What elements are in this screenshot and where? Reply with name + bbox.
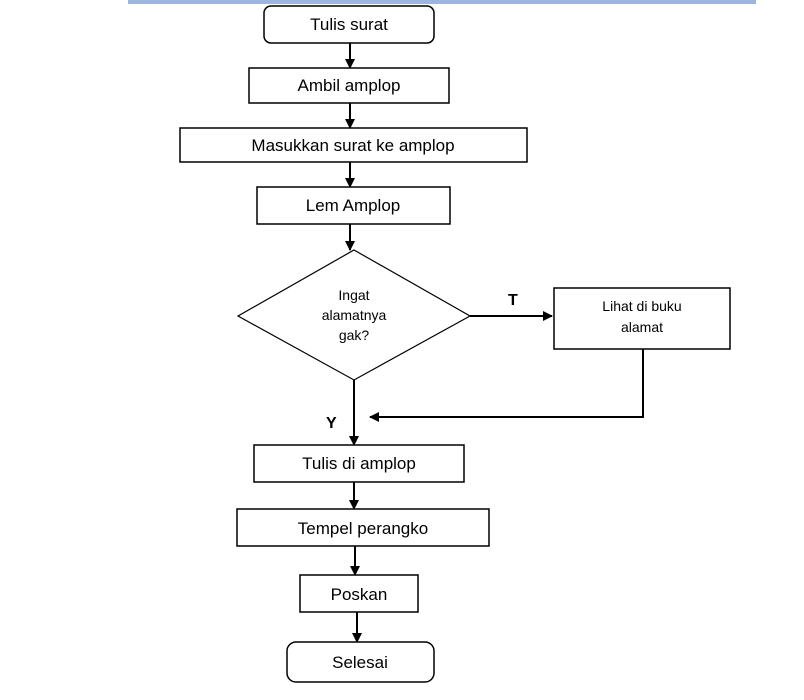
node-ambil-amplop: Ambil amplop <box>248 67 450 104</box>
node-masukkan-surat-label: Masukkan surat ke amplop <box>251 136 454 155</box>
node-poskan-label: Poskan <box>331 585 388 604</box>
node-end: Selesai <box>286 641 435 683</box>
node-decision: Ingat alamatnya gak? <box>236 249 472 381</box>
connectors <box>345 43 644 643</box>
decision-line-1: Ingat <box>338 287 369 303</box>
node-tempel-perangko: Tempel perangko <box>236 508 490 547</box>
node-tulis-di-amplop: Tulis di amplop <box>253 444 465 483</box>
lookup-line-2: alamat <box>621 319 663 335</box>
node-end-label: Selesai <box>332 653 388 672</box>
node-poskan: Poskan <box>299 574 419 613</box>
decision-line-3: gak? <box>339 327 370 343</box>
node-start: Tulis surat <box>263 5 435 44</box>
decision-line-2: alamatnya <box>322 307 387 323</box>
node-masukkan-surat: Masukkan surat ke amplop <box>179 127 528 163</box>
node-lihat-buku: Lihat di buku alamat <box>553 287 731 350</box>
branch-label-yes: Y <box>326 415 337 432</box>
node-tulis-di-amplop-label: Tulis di amplop <box>302 454 416 473</box>
top-border-line <box>128 0 756 4</box>
node-ambil-amplop-label: Ambil amplop <box>298 76 401 95</box>
lookup-line-1: Lihat di buku <box>602 298 681 314</box>
arrow-lookup-return <box>369 349 644 422</box>
node-lem-amplop-label: Lem Amplop <box>306 196 401 215</box>
branch-label-no: T <box>508 292 518 309</box>
node-lem-amplop: Lem Amplop <box>256 186 451 225</box>
node-start-label: Tulis surat <box>310 15 388 34</box>
node-tempel-perangko-label: Tempel perangko <box>298 519 428 538</box>
